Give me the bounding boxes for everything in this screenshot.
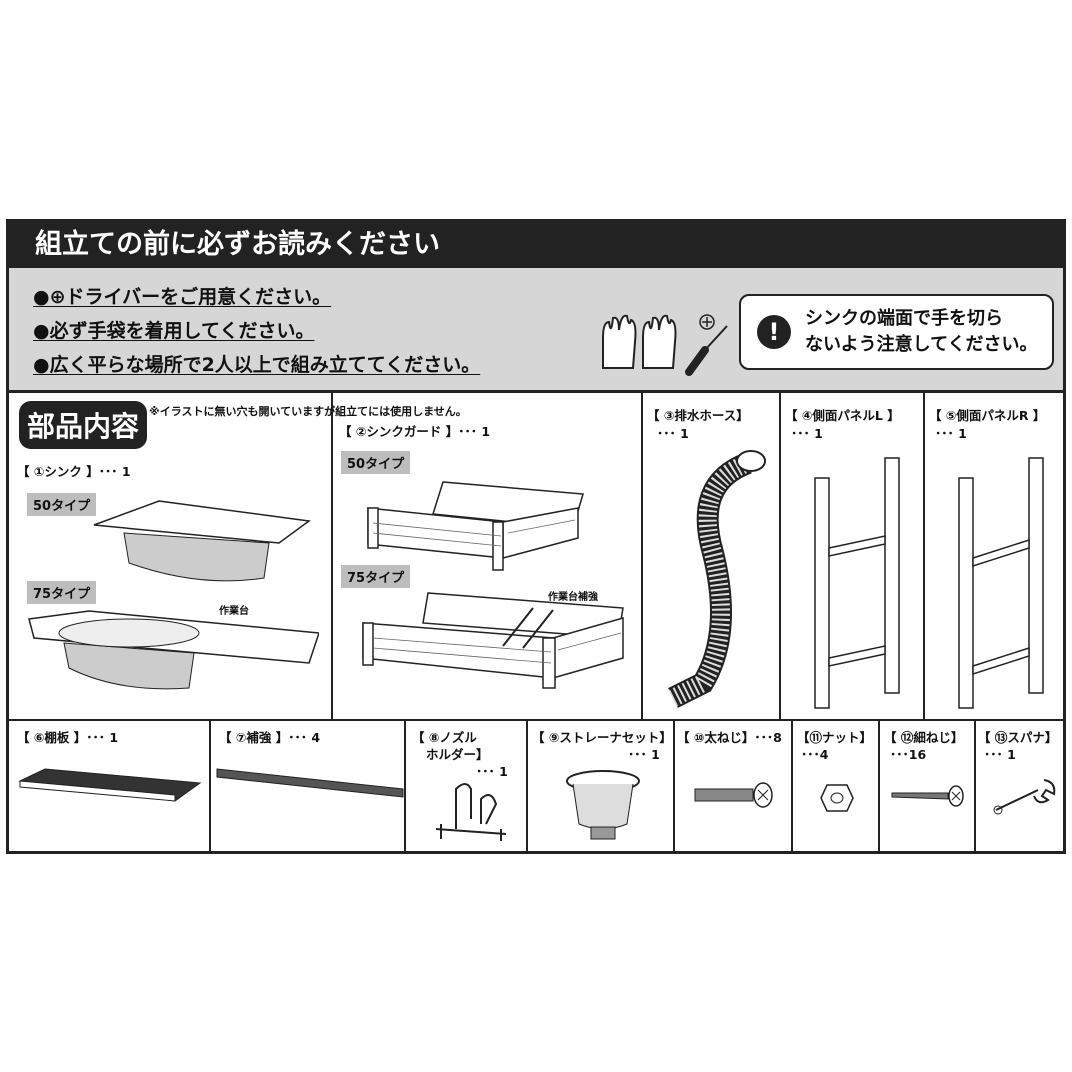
brace-label: 【 ⑦補強 】･･･ 4 [219,730,321,745]
sink-illustration [28,500,319,690]
shelf-illustration [18,768,202,802]
part-sink-guard: 【 ②シンクガード 】･･･ 1 50タイプ 75タイプ 作業台補強 [333,393,643,719]
panel-l-label: 【 ④側面パネルL 】 [785,408,900,423]
part-side-panel-r: 【 ⑤側面パネルR 】 ･･･ 1 [925,393,1066,719]
strainer-qty: ･･･ 1 [628,747,660,762]
reinforce-label: 作業台補強 [548,592,598,603]
part-nozzle-holder: 【 ⑧ノズル ホルダー】 ･･･ 1 [406,721,528,854]
sink-type-75: 75タイプ [27,581,97,604]
parts-note: ※イラストに無い穴も開いていますが組立てには使用しません。 [149,405,467,418]
part-side-panel-l: 【 ④側面パネルL 】 ･･･ 1 [781,393,925,719]
sink-type-50: 50タイプ [27,493,97,516]
nut-qty: ･･･4 [801,747,829,762]
part-sink: 部品内容 ※イラストに無い穴も開いていますが組立てには使用しません。 【 ①シン… [9,393,467,719]
nozzle-label-2: ホルダー】 [426,747,489,762]
pre-assembly-notes: ●⊕ドライバーをご用意ください。 ●必ず手袋を着用してください。 ●広く平らな場… [9,268,1063,393]
page-title: 組立ての前に必ずお読みください [9,222,1063,268]
wrench-label: 【 ⑬スパナ】 [978,730,1058,745]
note-two-people: ●広く平らな場所で2人以上で組み立ててください。 [33,354,481,376]
parts-title: 部品内容 [19,401,148,449]
nut-icon [820,784,854,812]
wrench-icon [993,779,1056,815]
guard-type-75: 75タイプ [341,565,411,588]
part-nut: 【⑪ナット】 ･･･4 [793,721,880,854]
bolt-label: 【 ⑩太ねじ】･･･8 [677,730,782,745]
exclamation-icon: ! [757,315,791,349]
nozzle-label-1: 【 ⑧ノズル [412,730,477,745]
nozzle-holder-illustration [435,783,507,841]
wrench-qty: ･･･ 1 [984,747,1016,762]
part-thick-bolt: 【 ⑩太ねじ】･･･8 [675,721,793,854]
note-screwdriver: ●⊕ドライバーをご用意ください。 [33,286,332,308]
hose-qty: ･･･ 1 [657,426,689,441]
nut-label: 【⑪ナット】 [797,730,873,745]
panel-l-qty: ･･･ 1 [791,426,823,441]
part-wrench: 【 ⑬スパナ】 ･･･ 1 [976,721,1066,854]
guard-label: 【 ②シンクガード 】･･･ 1 [339,424,491,439]
thick-bolt-icon [694,782,773,808]
guard-type-50: 50タイプ [341,451,411,474]
part-drain-hose: 【 ③排水ホース】 ･･･ 1 [643,393,781,719]
part-brace: 【 ⑦補強 】･･･ 4 [211,721,406,854]
panel-r-qty: ･･･ 1 [935,426,967,441]
screw-label: 【 ⑫細ねじ】 [884,730,964,745]
warning-line-2: ないよう注意してください。 [805,334,1038,355]
side-panel-l-illustration [814,457,900,709]
gloves-screwdriver-icon [602,314,728,376]
hose-label: 【 ③排水ホース】 [647,408,749,423]
sink-guard-illustration [362,481,624,689]
assembly-sheet: 組立ての前に必ずお読みください ●⊕ドライバーをご用意ください。 ●必ず手袋を着… [6,219,1066,854]
part-shelf: 【 ⑥棚板 】･･･ 1 [9,721,211,854]
brace-illustration [216,768,404,798]
part-thin-screw: 【 ⑫細ねじ】 ･･･16 [880,721,976,854]
worktop-label: 作業台 [219,606,249,617]
warning-box: ! シンクの端面で手を切らないよう注意してください。 [739,294,1054,370]
nozzle-qty: ･･･ 1 [476,764,508,779]
thin-screw-icon [891,785,964,807]
strainer-label: 【 ⑨ストレーナセット】 [532,730,672,745]
side-panel-r-illustration [958,457,1044,709]
divider [9,719,1063,721]
parts-section: 部品内容 ※イラストに無い穴も開いていますが組立てには使用しません。 【 ①シン… [9,393,1063,854]
part-strainer-set: 【 ⑨ストレーナセット】 ･･･ 1 [528,721,675,854]
drain-hose-illustration [668,450,766,708]
sink-label: 【 ①シンク 】･･･ 1 [17,464,131,479]
shelf-label: 【 ⑥棚板 】･･･ 1 [17,730,119,745]
note-gloves: ●必ず手袋を着用してください。 [33,320,315,342]
warning-line-1: シンクの端面で手を切ら [805,308,1003,329]
strainer-illustration [566,770,640,840]
panel-r-label: 【 ⑤側面パネルR 】 [929,408,1046,423]
screw-qty: ･･･16 [890,747,927,762]
